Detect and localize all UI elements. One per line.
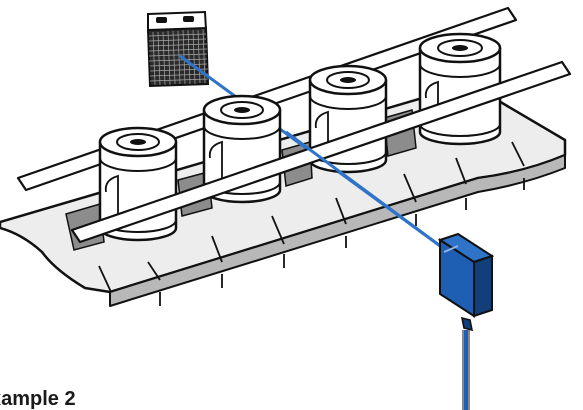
conveyor-side-edge xyxy=(109,154,566,307)
reflector-plate-icon xyxy=(146,10,210,88)
front-guide-rail xyxy=(70,60,572,244)
conveyor-segment-lines xyxy=(98,141,525,306)
photoelectric-sensor-icon xyxy=(437,232,495,410)
figure-caption: xample 2 xyxy=(0,388,76,410)
light-beam-front xyxy=(285,130,463,264)
